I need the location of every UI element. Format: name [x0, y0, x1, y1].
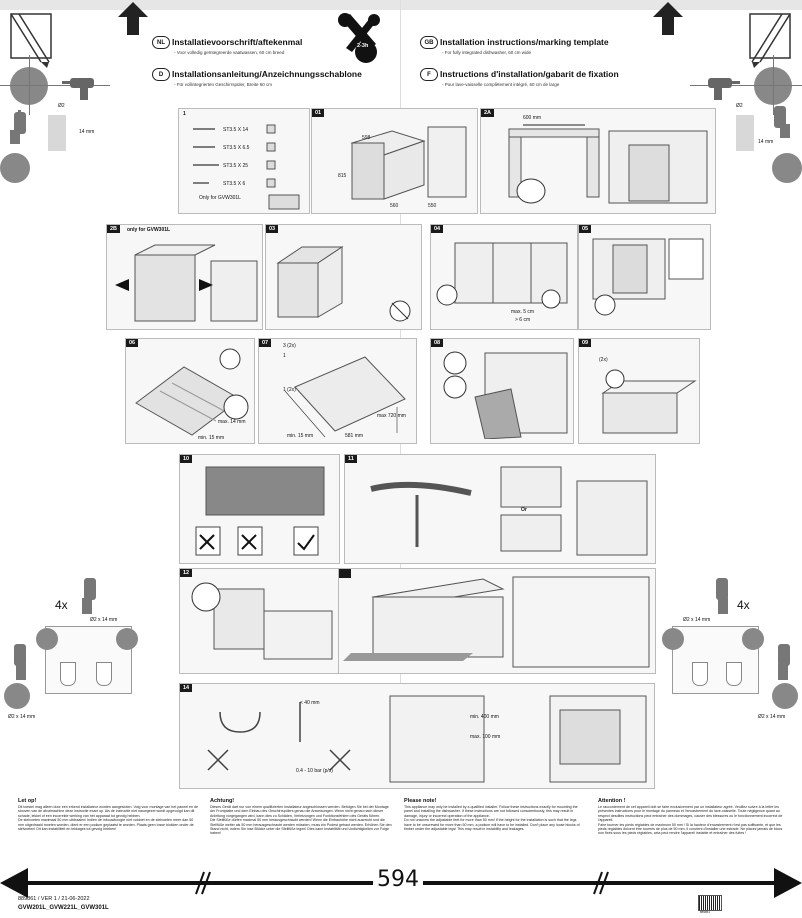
footer-heading-nl: Let op! — [18, 798, 37, 804]
model-list: GVW201L_GVW221L_GVW301L — [18, 905, 109, 911]
footer-text-nl: Dit toestel mag alleen door een erkend i… — [18, 805, 199, 832]
drill-mark-circle — [116, 628, 138, 650]
drill-mark-circle — [4, 683, 30, 709]
barcode — [698, 895, 722, 911]
drill-icon — [708, 78, 740, 100]
hole-spec: Ø2 x 14 mm — [8, 714, 36, 720]
step-12-panel: 12 — [179, 568, 340, 674]
title-d: Installationsanleitung/Anzeichnungsschab… — [172, 69, 362, 79]
svg-text:598: 598 — [362, 135, 371, 141]
width-measure-value: 594 — [373, 867, 423, 892]
pencil-icon — [10, 13, 52, 68]
top-band — [0, 0, 802, 10]
depth-label: 14 mm — [758, 139, 774, 145]
step-2b-panel: 2B only for GVW301L — [106, 224, 263, 330]
step-10-panel: 10 — [179, 454, 340, 564]
drill-icon — [774, 106, 790, 138]
svg-text:560: 560 — [390, 203, 399, 209]
drill-icon — [82, 578, 96, 614]
drill-mark-circle — [772, 683, 798, 709]
step-03-panel: 03 — [265, 224, 422, 330]
depth-label: 14 mm — [79, 129, 95, 135]
drill-icon — [10, 110, 26, 144]
footer-heading-d: Achtung! — [210, 798, 235, 804]
footer-text-d: Dieses Gerät darf nur von einem qualifiz… — [210, 805, 392, 836]
svg-text:815: 815 — [338, 173, 347, 179]
footer-heading-gb: Please note! — [404, 798, 437, 804]
drill-icon — [14, 644, 26, 680]
step-08-panel: 08 — [430, 338, 574, 444]
wrench-icon — [338, 13, 380, 63]
hole-spec: Ø2 x 14 mm — [90, 617, 118, 623]
up-arrow-icon — [653, 2, 683, 35]
step-05-panel: 05 — [578, 224, 711, 330]
pencil-icon — [749, 13, 791, 68]
drill-icon — [62, 78, 94, 100]
step-14-panel: 14 < 40 mm 0.4 - 10 bar (p/s) min. 400 m… — [179, 683, 655, 789]
title-f: Instructions d'installation/gabarit de f… — [440, 69, 619, 79]
title-gb: Installation instructions/marking templa… — [440, 37, 609, 47]
doc-id: 889861 / VER 1 / 21-06-2022 — [18, 896, 90, 902]
parts-panel: 1 ST3.5 X 14 ST3.5 X 6.5 ST3.5 X 25 ST3.… — [178, 108, 310, 214]
hole-spec: Ø2 x 14 mm — [683, 617, 711, 623]
step-09-panel: 09 (2x) — [578, 338, 700, 444]
hole-spec: Ø2 x 14 mm — [758, 714, 786, 720]
drill-mark-circle — [662, 628, 684, 650]
title-nl: Installatievoorschrift/aftekenmal — [172, 37, 303, 47]
lang-badge-d: D — [152, 68, 170, 81]
barcode-text: 889861 — [700, 910, 711, 914]
hole-label: Ø2 — [58, 103, 65, 109]
lang-badge-f: F — [420, 68, 438, 81]
footer-text-f: Le raccordement de cet appareil doit se … — [598, 805, 783, 836]
drill-mark-circle — [772, 153, 802, 183]
step-07-panel: 07 3 (2x) 1 1 (2x) max 720 mm min. 15 mm… — [258, 338, 417, 444]
count-label: 4x — [737, 598, 750, 612]
drill-mark-circle — [742, 628, 764, 650]
subtitle-gb: - For fully integrated dishwasher, 60 cm… — [442, 50, 532, 55]
subtitle-d: - Für vollintegrierten Geschirrspüler, B… — [174, 82, 273, 87]
step-04-panel: 04 max. 5 cm > 6 cm — [430, 224, 578, 330]
step-06-panel: 06 max. 14 mm min. 15 mm — [125, 338, 255, 444]
subtitle-nl: - Voor volledig geïntegreerde vaatwassen… — [174, 50, 285, 55]
step-2a-panel: 2A 600 mm — [480, 108, 716, 214]
drill-icon — [778, 644, 790, 680]
svg-text:550: 550 — [428, 203, 437, 209]
time-badge: 2-3h — [357, 43, 369, 49]
step-13-panel — [338, 568, 656, 674]
up-arrow-icon — [118, 2, 148, 35]
count-label: 4x — [55, 598, 68, 612]
drill-mark-circle — [36, 628, 58, 650]
footer-text-gb: This appliance may only be installed by … — [404, 805, 580, 832]
lang-badge-nl: NL — [152, 36, 170, 49]
footer-heading-f: Attention ! — [598, 798, 626, 804]
subtitle-f: - Pour lave-vaisselle complètement intég… — [442, 82, 560, 87]
drill-mark-circle — [0, 153, 30, 183]
drill-icon — [716, 578, 728, 614]
lang-badge-gb: GB — [420, 36, 438, 49]
step-11-panel: 11 Or — [344, 454, 656, 564]
hole-label: Ø2 — [736, 103, 743, 109]
